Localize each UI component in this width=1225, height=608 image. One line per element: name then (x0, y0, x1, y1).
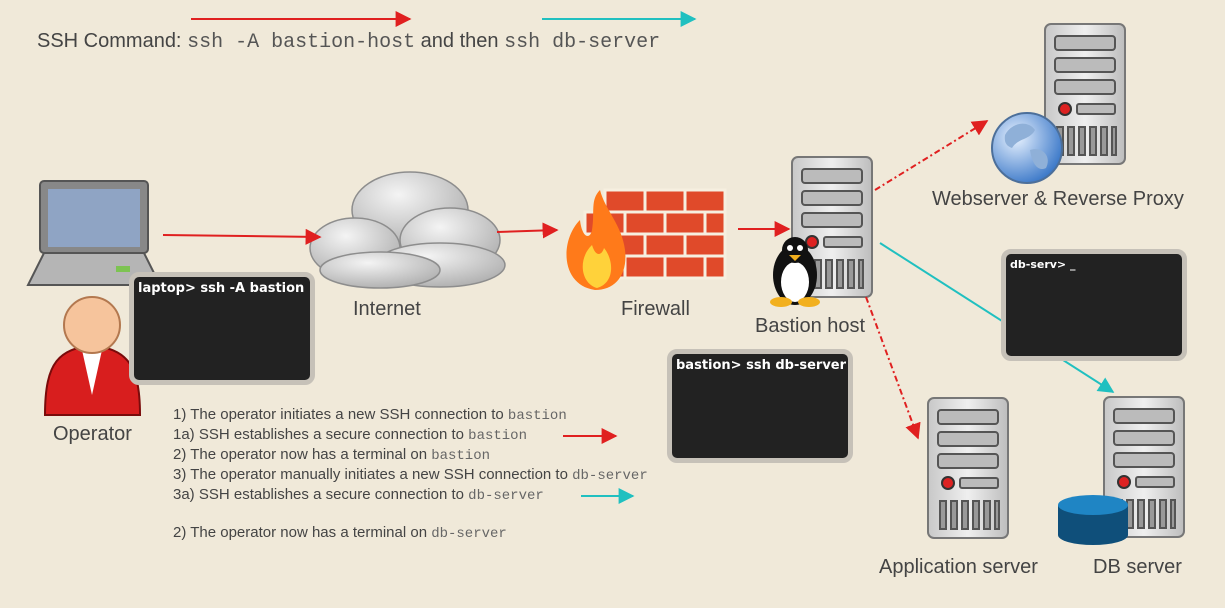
laptop-terminal: laptop> ssh -A bastion (129, 272, 315, 385)
cloud-icon (309, 171, 506, 289)
db-terminal-text: db-serv> _ (1010, 258, 1076, 271)
command-bastion: ssh -A bastion-host (187, 31, 416, 54)
bastion-terminal-text: bastion> ssh db-server (676, 358, 847, 373)
bastion-terminal: bastion> ssh db-server (667, 349, 853, 463)
steps-list: 1) The operator initiates a new SSH conn… (173, 405, 648, 543)
arrow-laptop-internet (162, 228, 322, 245)
webserver-label: Webserver & Reverse Proxy (932, 188, 1184, 210)
ssh-command-line: SSH Command: ssh -A bastion-host and the… (37, 30, 660, 54)
arrow-bastion-dbserver (879, 242, 1115, 393)
step-item: 3) The operator manually initiates a new… (173, 466, 648, 484)
arrow-internet-firewall (496, 222, 559, 239)
firewall-label: Firewall (621, 298, 690, 320)
internet-label: Internet (353, 298, 421, 320)
step-item: 1a) SSH establishes a secure connection … (173, 426, 527, 444)
firewall-icon (566, 188, 727, 290)
laptop-icon (26, 180, 162, 286)
command-db: ssh db-server (504, 31, 661, 54)
step-item: 2) The operator now has a terminal on ba… (173, 446, 491, 464)
step-item: 3a) SSH establishes a secure connection … (173, 486, 544, 504)
globe-icon (991, 112, 1063, 184)
step-item: 1) The operator initiates a new SSH conn… (173, 406, 567, 424)
command-prefix: SSH Command: (37, 30, 182, 52)
laptop-terminal-text: laptop> ssh -A bastion (138, 281, 305, 296)
operator-label: Operator (53, 423, 132, 445)
step-item: 2) The operator now has a terminal on db… (173, 524, 507, 542)
arrow-bastion-webserver (874, 120, 989, 191)
arrow-bastion-appserver (865, 296, 921, 440)
linux-penguin-icon (770, 237, 820, 307)
command-joiner: and then (420, 30, 499, 52)
application-server-icon (927, 397, 1009, 539)
app-server-label: Application server (879, 556, 1038, 578)
database-icon (1058, 495, 1128, 545)
db-server-label: DB server (1093, 556, 1182, 578)
bastion-label: Bastion host (755, 315, 866, 337)
operator-icon (43, 296, 142, 416)
db-terminal: db-serv> _ (1001, 249, 1187, 361)
